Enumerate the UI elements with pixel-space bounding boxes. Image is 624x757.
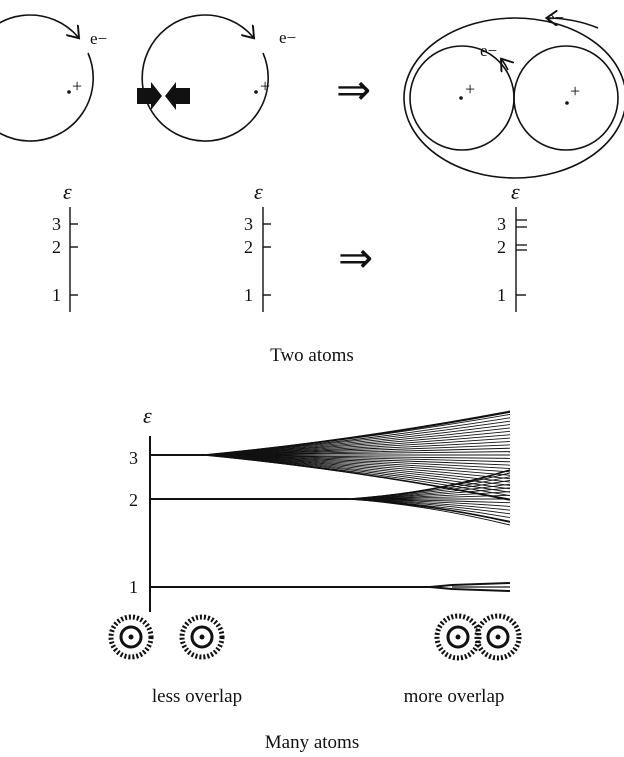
label-less-overlap: less overlap xyxy=(152,686,242,707)
implies-arrow-bottom: ⇒ xyxy=(338,236,373,282)
level-2-label: 2 xyxy=(244,237,253,257)
energy-levels-left: ε 3 2 1 xyxy=(52,179,78,312)
band-diagram: ε 3 2 1 xyxy=(111,403,519,707)
nucleus-plus: + xyxy=(570,81,580,101)
electron-label: e− xyxy=(279,28,296,47)
atom-left: + e− xyxy=(0,15,107,141)
implies-arrow-top: ⇒ xyxy=(336,68,371,114)
caption-many-atoms: Many atoms xyxy=(265,732,359,753)
label-more-overlap: more overlap xyxy=(404,686,505,707)
atom-pair-less-overlap xyxy=(111,617,222,657)
nucleus-plus: + xyxy=(72,76,82,96)
nucleus-plus: + xyxy=(465,79,475,99)
level-2-label: 2 xyxy=(129,490,138,510)
level-1-label: 1 xyxy=(52,285,61,305)
epsilon-label: ε xyxy=(143,403,152,428)
level-1-label: 1 xyxy=(244,285,253,305)
level-1-label: 1 xyxy=(497,285,506,305)
electron-label-inner: e− xyxy=(480,41,497,60)
epsilon-label: ε xyxy=(511,179,520,204)
level-3-label: 3 xyxy=(129,448,138,468)
level-1-label: 1 xyxy=(129,577,138,597)
level-3-label: 3 xyxy=(52,214,61,234)
level-2-label: 2 xyxy=(52,237,61,257)
atom-pair-more-overlap xyxy=(437,616,519,658)
electron-label-outer: e− xyxy=(547,8,564,27)
atom-middle: + e− xyxy=(142,15,296,141)
energy-band-2 xyxy=(150,470,510,525)
level-3-label: 3 xyxy=(244,214,253,234)
electron-label: e− xyxy=(90,29,107,48)
energy-levels-middle: ε 3 2 1 xyxy=(244,179,271,312)
level-3-label: 3 xyxy=(497,214,506,234)
nucleus-plus: + xyxy=(260,76,270,96)
level-2-label: 2 xyxy=(497,237,506,257)
epsilon-label: ε xyxy=(63,179,72,204)
caption-two-atoms: Two atoms xyxy=(270,345,354,366)
energy-band-3 xyxy=(150,411,510,500)
energy-levels-right: ε 3 2 1 xyxy=(497,179,527,312)
molecule-right: + + e− e− xyxy=(404,8,624,178)
epsilon-label: ε xyxy=(254,179,263,204)
